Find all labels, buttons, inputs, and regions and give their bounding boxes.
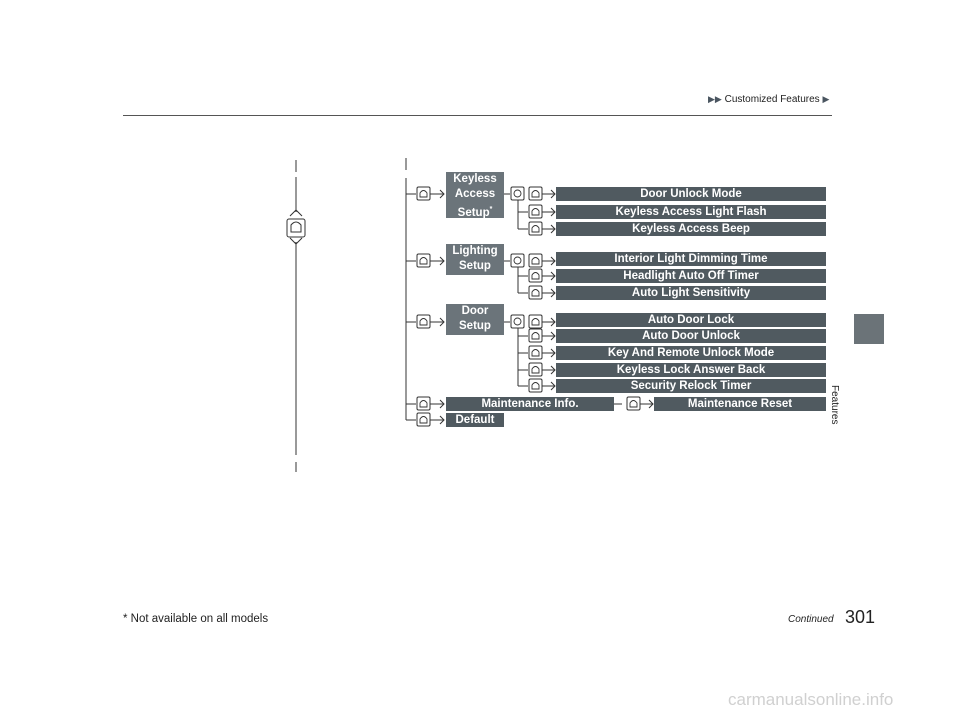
knob-press-icon [528, 204, 543, 219]
breadcrumb-label: Customized Features [724, 94, 820, 105]
page-number: 301 [845, 607, 876, 627]
arrow-right-icon [542, 189, 556, 199]
menu-item-security-relock-timer: Security Relock Timer [556, 379, 826, 393]
side-tab [854, 314, 884, 344]
menu-item-auto-door-lock: Auto Door Lock [556, 313, 826, 327]
arrow-right-icon [542, 207, 556, 217]
triangle-right-icon: ▶ [822, 94, 830, 104]
knob-rotate-icon [510, 186, 525, 201]
arrow-right-icon [542, 224, 556, 234]
knob-press-icon [528, 345, 543, 360]
category-line: Setup [459, 260, 491, 272]
menu-item-keyless-access-beep: Keyless Access Beep [556, 222, 826, 236]
knob-rotate-icon [510, 314, 525, 329]
menu-item-headlight-auto-off-timer: Headlight Auto Off Timer [556, 269, 826, 283]
knob-press-icon [416, 396, 431, 411]
knob-press-icon [528, 362, 543, 377]
knob-press-icon [626, 396, 641, 411]
triangle-right-icon: ▶▶ [708, 94, 722, 104]
knob-press-icon [416, 186, 431, 201]
arrow-right-icon [430, 415, 445, 425]
category-line: Keyless [453, 173, 497, 185]
category-line: Setup* [446, 202, 504, 221]
category-line: Lighting [452, 245, 498, 257]
category-keyless-access-setup: Keyless Access Setup* [446, 172, 504, 221]
category-lighting-setup: Lighting Setup [446, 244, 504, 275]
continued-label: Continued [788, 614, 834, 625]
knob-press-icon [528, 268, 543, 283]
menu-item-auto-light-sensitivity: Auto Light Sensitivity [556, 286, 826, 300]
menu-item-keyless-lock-answer-back: Keyless Lock Answer Back [556, 363, 826, 377]
arrow-right-icon [542, 365, 556, 375]
menu-item-door-unlock-mode: Door Unlock Mode [556, 187, 826, 201]
category-line: Door [461, 305, 489, 317]
menu-item-keyless-access-light-flash: Keyless Access Light Flash [556, 205, 826, 219]
knob-press-icon [528, 285, 543, 300]
menu-item-maintenance-reset: Maintenance Reset [654, 397, 826, 411]
header-rule [123, 115, 832, 116]
arrow-right-icon [430, 399, 445, 409]
arrow-right-icon [430, 317, 445, 327]
knob-press-icon [286, 218, 306, 238]
knob-press-icon [416, 253, 431, 268]
footnote: * Not available on all models [123, 613, 269, 625]
arrow-right-icon [542, 288, 556, 298]
menu-item-auto-door-unlock: Auto Door Unlock [556, 329, 826, 343]
arrow-right-icon [542, 256, 556, 266]
arrow-right-icon [542, 331, 556, 341]
knob-rotate-icon [510, 253, 525, 268]
arrow-right-icon [640, 399, 654, 409]
category-door-setup: Door Setup [446, 304, 504, 335]
asterisk: * [489, 206, 493, 213]
knob-press-icon [528, 378, 543, 393]
knob-press-icon [416, 314, 431, 329]
category-line: Access [454, 188, 496, 200]
arrow-right-icon [430, 256, 445, 266]
knob-press-icon [528, 328, 543, 343]
menu-item-default: Default [446, 413, 504, 427]
arrow-right-icon [542, 348, 556, 358]
menu-item-interior-light-dimming-time: Interior Light Dimming Time [556, 252, 826, 266]
arrow-right-icon [542, 317, 556, 327]
category-line-text: Setup [457, 206, 490, 219]
knob-press-icon [528, 314, 543, 329]
category-line: Setup [459, 320, 491, 332]
menu-item-maintenance-info: Maintenance Info. [446, 397, 614, 411]
menu-item-key-and-remote-unlock-mode: Key And Remote Unlock Mode [556, 346, 826, 360]
arrow-right-icon [542, 381, 556, 391]
watermark: carmanualsonline.info [728, 690, 894, 709]
knob-press-icon [416, 412, 431, 427]
breadcrumb: ▶▶ Customized Features ▶ [708, 94, 829, 105]
knob-press-icon [528, 221, 543, 236]
knob-press-icon [528, 186, 543, 201]
arrow-right-icon [542, 271, 556, 281]
arrow-right-icon [430, 189, 445, 199]
knob-press-icon [528, 253, 543, 268]
